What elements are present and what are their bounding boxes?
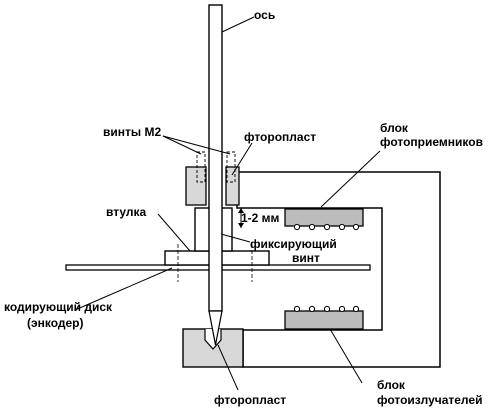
- leader-lines: [74, 16, 381, 391]
- receiver-block: [284, 208, 364, 231]
- gap-label: 1-2 мм: [241, 211, 280, 225]
- disk-label-line1: кодирующий диск: [4, 300, 113, 314]
- fixing-screw-label-line2: винт: [292, 251, 320, 265]
- shaft: [208, 4, 223, 346]
- fixing-screw-label-line1: фиксирующий: [250, 237, 337, 251]
- m2-screws: [196, 151, 236, 183]
- axis-label: ось: [254, 8, 275, 22]
- ptfe-bottom-label: фторопласт: [214, 393, 286, 407]
- bushing-label: втулка: [106, 205, 147, 219]
- screws-m2-label: винты М2: [103, 125, 161, 139]
- top-ptfe-bearing: [185, 166, 240, 206]
- emitter-block: [284, 305, 364, 330]
- receiver-block-label-line2: фотоприемников: [380, 135, 483, 149]
- gap-dimension-arrow: [238, 208, 244, 228]
- disk-label-line2: (энкодер): [27, 316, 84, 330]
- ptfe-top-label: фторопласт: [244, 130, 316, 144]
- receiver-block-label-line1: блок: [380, 121, 409, 135]
- emitter-block-label-line1: блок: [377, 378, 406, 392]
- emitter-block-label-line2: фотоизлучателей: [377, 393, 482, 407]
